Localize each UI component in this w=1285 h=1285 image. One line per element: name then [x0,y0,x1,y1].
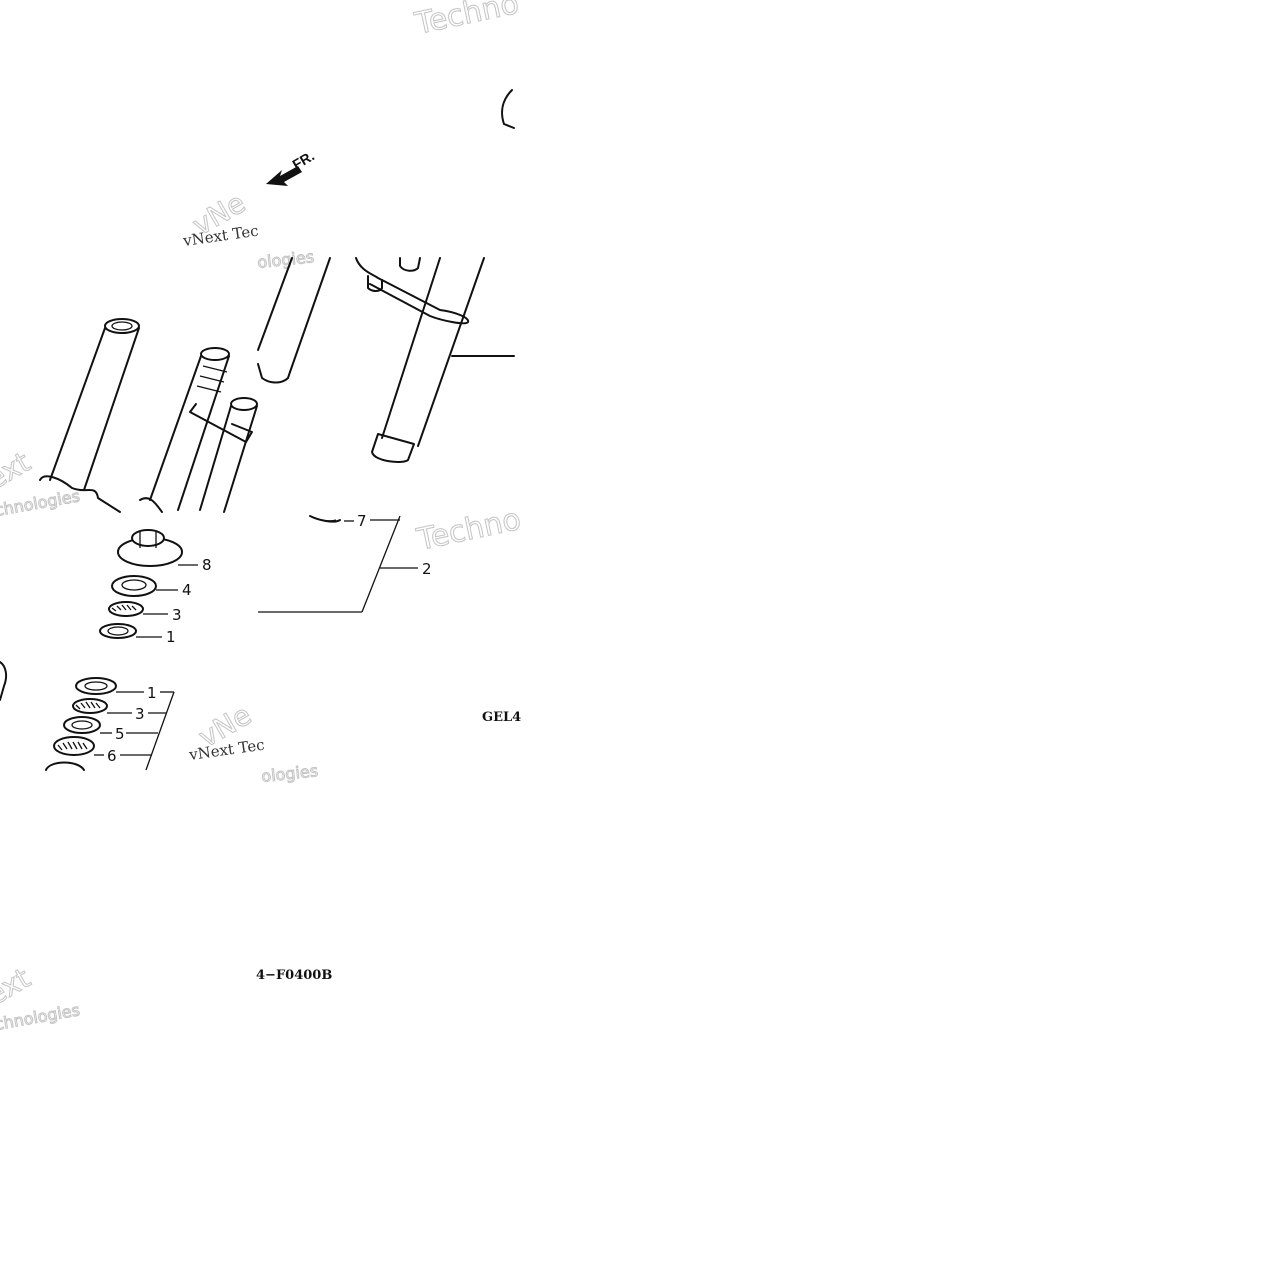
watermark-text-tec: vNext Tec [181,222,260,251]
watermark-fragment-chnologies-1: chnologies [0,486,81,520]
arrow-icon [266,166,302,186]
fork-assembly-right-tile [257,257,515,463]
fork-assembly-left-tile [39,318,258,513]
group-lower-bracket [145,691,175,771]
callout-4a: 4 [182,581,192,599]
fork-tube-top [104,318,140,334]
callout-2: 2 [422,560,432,578]
drawing-code-a: GEL4 [482,710,521,725]
watermark-fragment-ologies-2: ologies [260,761,318,786]
part-1b-shape [75,677,117,695]
watermark-text-tec-2: vNext Tec [187,736,266,765]
watermark-fragment-ext-1: ext [0,445,36,496]
group-2-bracket [361,515,401,613]
part-6-shape [53,736,95,756]
lower-bearing-set: 1 3 5 6 [0,661,175,771]
part-1-shape [99,623,137,639]
watermark-fragment-ext-2: ext [0,961,36,1012]
part-3b-shape [72,698,108,714]
watermark-fragment-mid2: Techno [413,502,524,558]
callout-1b: 1 [147,684,157,702]
bottom-bridge [39,475,163,513]
fork-tube-left-cap [257,363,291,384]
wire-clip [189,403,253,443]
partial-part-top [501,89,515,129]
drawing-code-b: 4−F0400B [256,968,332,983]
callout-6: 6 [107,747,117,765]
callout-8: 8 [202,556,212,574]
part-5-shape [63,716,101,734]
watermark-fragment-chnologies-2: chnologies [0,1000,81,1034]
upper-bracket [355,257,470,325]
callout-7: 7 [357,512,367,530]
callout-3a: 3 [172,606,182,624]
steering-stem-top [200,347,230,361]
callout-1a: 1 [166,628,176,646]
part-4-shape [111,575,157,597]
seal-group-tile: 7 2 [258,512,432,613]
watermark-fragment-ologies: ologies [256,247,314,272]
front-direction-arrow: FR. [266,147,317,186]
callout-3b: 3 [135,705,145,723]
callout-5: 5 [115,725,125,743]
fork-tube-right-cap [371,433,415,463]
watermark-group: Techno vNe vNext Tec ologies ext chnolog… [0,0,524,1034]
watermark-fragment-top: Techno [411,0,522,42]
upper-bearing-set: 8 4 3 1 [99,529,212,646]
